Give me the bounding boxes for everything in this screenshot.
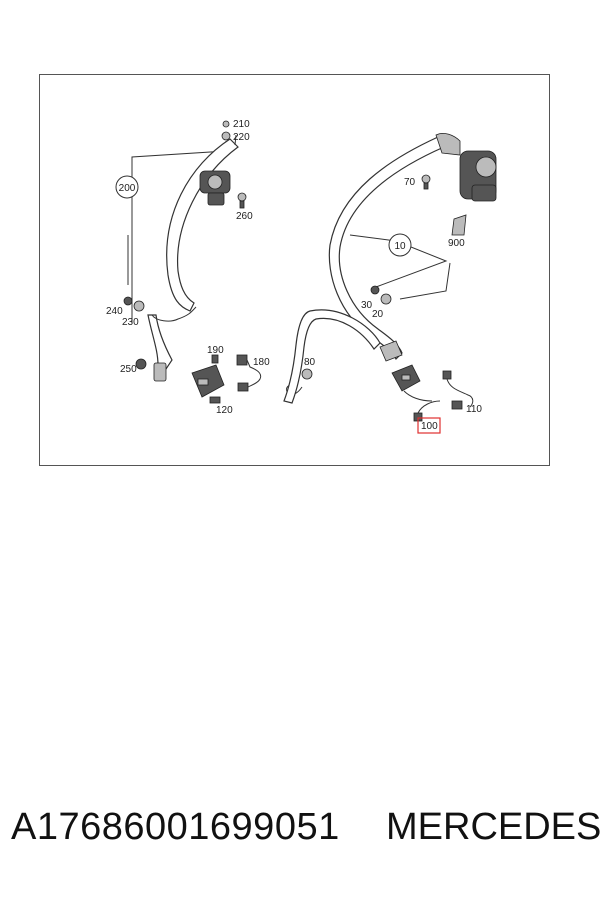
parts-diagram-frame: 210 220 200 260 240 230 250 190 180 120 … — [39, 74, 550, 466]
anchor-plate — [153, 362, 167, 382]
left-belt-assembly — [123, 120, 313, 404]
right-belt-strap — [328, 136, 445, 361]
part-210 — [222, 120, 230, 128]
left-retractor — [199, 170, 231, 206]
brand-name: MERCEDES — [386, 806, 600, 848]
sensor-180 — [211, 354, 262, 392]
bolt-70 — [421, 174, 431, 190]
callout-200: 200 — [119, 183, 136, 194]
callout-30: 30 — [361, 300, 373, 311]
right-retractor — [435, 133, 497, 202]
callout-10: 10 — [394, 241, 406, 252]
callout-100-highlight-box — [417, 417, 441, 434]
callout-20: 20 — [372, 309, 384, 320]
part-220 — [221, 131, 231, 141]
part-number: A17686001699051 — [11, 806, 340, 848]
left-lower-anchor — [147, 314, 173, 370]
seat-belt-parts-diagram: 210 220 200 260 240 230 250 190 180 120 … — [106, 119, 497, 434]
callout-110: 110 — [466, 404, 482, 415]
callout-900: 900 — [448, 238, 465, 249]
callout-80: 80 — [304, 357, 316, 368]
callout-100: 100 — [421, 421, 438, 432]
part-30 — [370, 285, 380, 295]
callout-260: 260 — [236, 211, 253, 222]
callout-210: 210 — [233, 119, 250, 130]
callout-180: 180 — [253, 357, 270, 368]
right-belt-assembly — [283, 133, 497, 422]
callout-190: 190 — [207, 345, 224, 356]
part-240 — [123, 296, 133, 306]
part-230 — [133, 300, 145, 312]
footer: A17686001699051 MERCEDES — [0, 806, 600, 866]
callout-10-bracket — [349, 234, 448, 288]
callout-10-circle — [388, 233, 412, 257]
callout-labels: 210 220 200 260 240 230 250 190 180 120 … — [106, 119, 482, 434]
sensor-110 — [442, 370, 474, 410]
callout-230: 230 — [122, 317, 139, 328]
callout-200-circle — [115, 175, 139, 199]
right-lower-webbing — [283, 309, 381, 404]
callout-120: 120 — [216, 405, 233, 416]
callout-220: 220 — [233, 132, 250, 143]
bolt-260 — [237, 192, 247, 209]
callout-240: 240 — [106, 306, 123, 317]
right-buckle — [379, 340, 433, 402]
buckle-120 — [191, 364, 225, 404]
part-900 — [451, 214, 467, 236]
callout-250: 250 — [120, 364, 137, 375]
part-250 — [135, 358, 147, 370]
left-belt-strap — [166, 138, 239, 312]
part-20 — [380, 293, 392, 305]
callout-70: 70 — [404, 177, 416, 188]
